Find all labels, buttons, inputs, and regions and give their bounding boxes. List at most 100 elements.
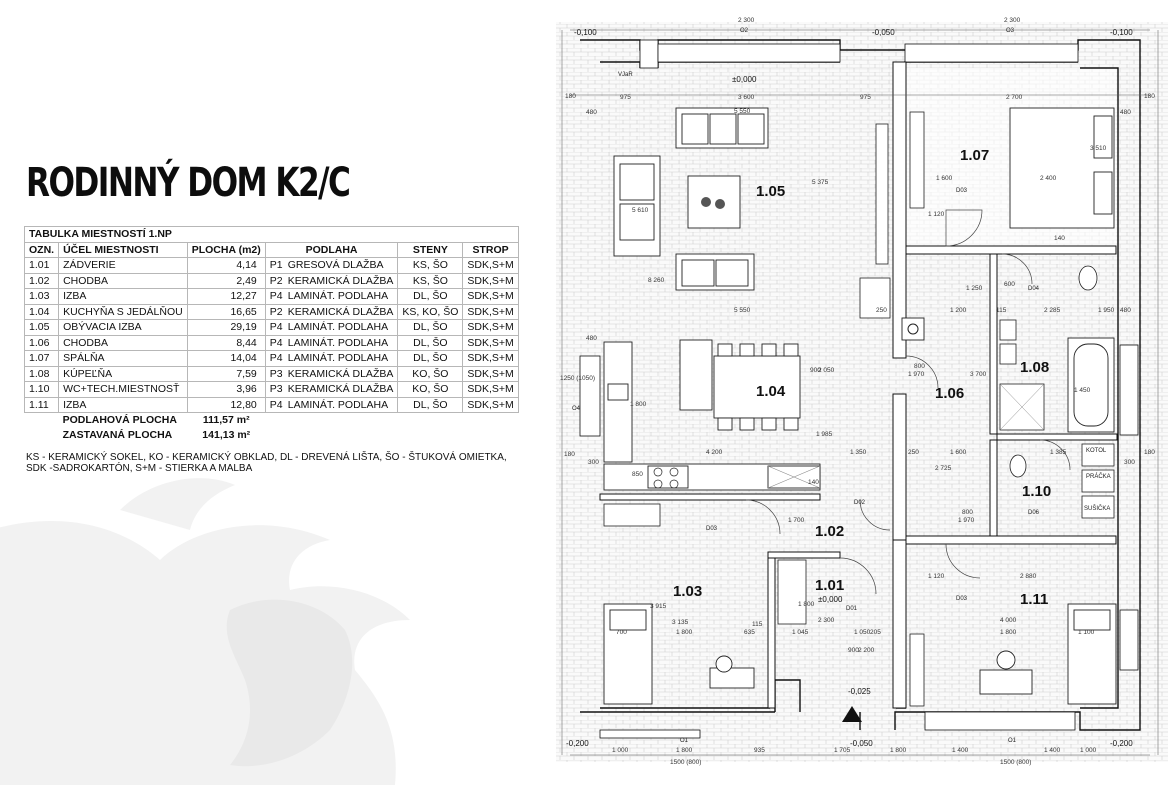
id-cell: 1.02	[23, 272, 60, 289]
wardrobe	[909, 633, 925, 707]
column-header: STROP	[462, 241, 519, 258]
tv-cabinet	[875, 123, 889, 265]
floor-type: KERAMICKÁ DLAŽBA	[287, 305, 394, 318]
dimension: 1500 (800)	[1000, 759, 1031, 766]
dimension: 1 120	[928, 573, 945, 580]
dimension: 180	[1144, 93, 1155, 100]
name-cell: CHODBA	[58, 272, 188, 289]
dimension: 1 985	[816, 431, 833, 438]
name-cell: OBÝVACIA IZBA	[58, 319, 188, 336]
area-cell: 8,44	[186, 334, 266, 351]
ceiling-cell: SDK,S+M	[462, 396, 519, 413]
dimension: 300	[1124, 459, 1135, 466]
dimension: 3 135	[672, 619, 689, 626]
legend-line: SDK -SADROKARTÓN, S+M - STIERKA A MALBA	[26, 463, 253, 474]
dimension: 1 700	[788, 517, 805, 524]
room-number: 1.04	[756, 383, 786, 400]
dimension: 3 915	[650, 603, 667, 610]
area-cell: 12,80	[186, 396, 266, 413]
dimension: 1 000	[1080, 747, 1097, 754]
armchair	[859, 277, 891, 319]
floor-type: LAMINÁT. PODLAHA	[287, 321, 389, 334]
dimension: 180	[1144, 449, 1155, 456]
id-cell: 1.06	[23, 334, 60, 351]
dimension: 115	[752, 621, 763, 628]
dimension: 8 260	[648, 277, 665, 284]
dimension: 850	[632, 471, 643, 478]
id-cell: 1.04	[23, 303, 60, 320]
dimension: 4 000	[1000, 617, 1017, 624]
room-number: 1.03	[673, 583, 702, 600]
dimension: 1 800	[890, 747, 907, 754]
floor-code: P3	[269, 367, 283, 380]
dimension: 2 300	[818, 617, 835, 624]
dimension: 480	[586, 109, 597, 116]
room-number: 1.02	[815, 523, 844, 540]
desk	[979, 650, 1033, 695]
level-mark: -0,100	[574, 28, 597, 37]
dimension: 5 550	[734, 307, 751, 314]
dimension: 1 385	[1050, 449, 1067, 456]
shower	[999, 383, 1045, 431]
room-number: 1.01	[815, 577, 844, 594]
dimension: 1 400	[1044, 747, 1061, 754]
floor-code: P1	[269, 259, 283, 272]
dimension: 1500 (800)	[670, 759, 701, 766]
area-cell: 7,59	[186, 365, 266, 382]
id-cell: 1.03	[23, 288, 60, 305]
walls-cell: DL, ŠO	[397, 350, 464, 367]
column-header: PLOCHA (m2)	[186, 241, 266, 258]
dimension: 3 510	[1090, 145, 1107, 152]
dimension: 1 100	[1078, 629, 1095, 636]
floor-plan: 1.05 1.07 1.04 1.06 1.08 1.10 1.03 1.02 …	[556, 17, 1168, 766]
built-area-value: 141,13 m²	[202, 428, 251, 441]
dimension: 180	[564, 451, 575, 458]
dimension: 5 610	[632, 207, 649, 214]
dimension: 480	[586, 335, 597, 342]
ceiling-cell: SDK,S+M	[462, 381, 519, 398]
dimension: 1 050	[854, 629, 871, 636]
dimension: 3 700	[970, 371, 987, 378]
single-bed	[603, 603, 653, 705]
level-mark: ±0,000	[732, 75, 757, 84]
shoe-cabinet	[777, 559, 807, 625]
room-table: TABULKA MIESTNOSTÍ 1.NP OZN.ÚČEL MIESTNO…	[23, 226, 519, 442]
plan-label: VJaR	[618, 72, 633, 78]
ceiling-cell: SDK,S+M	[462, 272, 519, 289]
floor-code: P4	[269, 290, 283, 303]
dimension: 250	[908, 449, 919, 456]
door-label: D03	[706, 526, 718, 532]
name-cell: SPÁLŇA	[58, 350, 188, 367]
walls-cell: KO, ŠO	[397, 365, 464, 382]
floor-code: P3	[269, 383, 283, 396]
dimension: 2 200	[858, 647, 875, 654]
dimension: 800	[962, 509, 973, 516]
laundry-appliances	[1081, 443, 1115, 519]
floor-type: KERAMICKÁ DLAŽBA	[287, 367, 394, 380]
room-number: 1.11	[1020, 591, 1048, 608]
ceiling-cell: SDK,S+M	[462, 288, 519, 305]
walls-cell: KS, ŠO	[397, 257, 464, 274]
floor-type: LAMINÁT. PODLAHA	[287, 290, 389, 303]
level-mark: -0,100	[1110, 28, 1133, 37]
dimension: 3 600	[738, 94, 755, 101]
washbasin	[999, 319, 1017, 365]
area-cell: 3,96	[186, 381, 266, 398]
window-label: O3	[1006, 28, 1015, 34]
window-label: O4	[572, 406, 581, 412]
floor-cell: P3 KERAMICKÁ DLAŽBA	[264, 365, 399, 382]
window-label: O2	[740, 28, 749, 34]
door-label: D03	[956, 596, 968, 602]
id-cell: 1.01	[23, 257, 60, 274]
dimension: 1 970	[908, 371, 925, 378]
toilet	[1009, 454, 1027, 478]
plan-label: KOTOL	[1086, 448, 1107, 454]
ceiling-cell: SDK,S+M	[462, 350, 519, 367]
dimension-lines	[561, 29, 1159, 756]
column-header: PODLAHA	[264, 241, 399, 258]
desk	[709, 655, 755, 689]
